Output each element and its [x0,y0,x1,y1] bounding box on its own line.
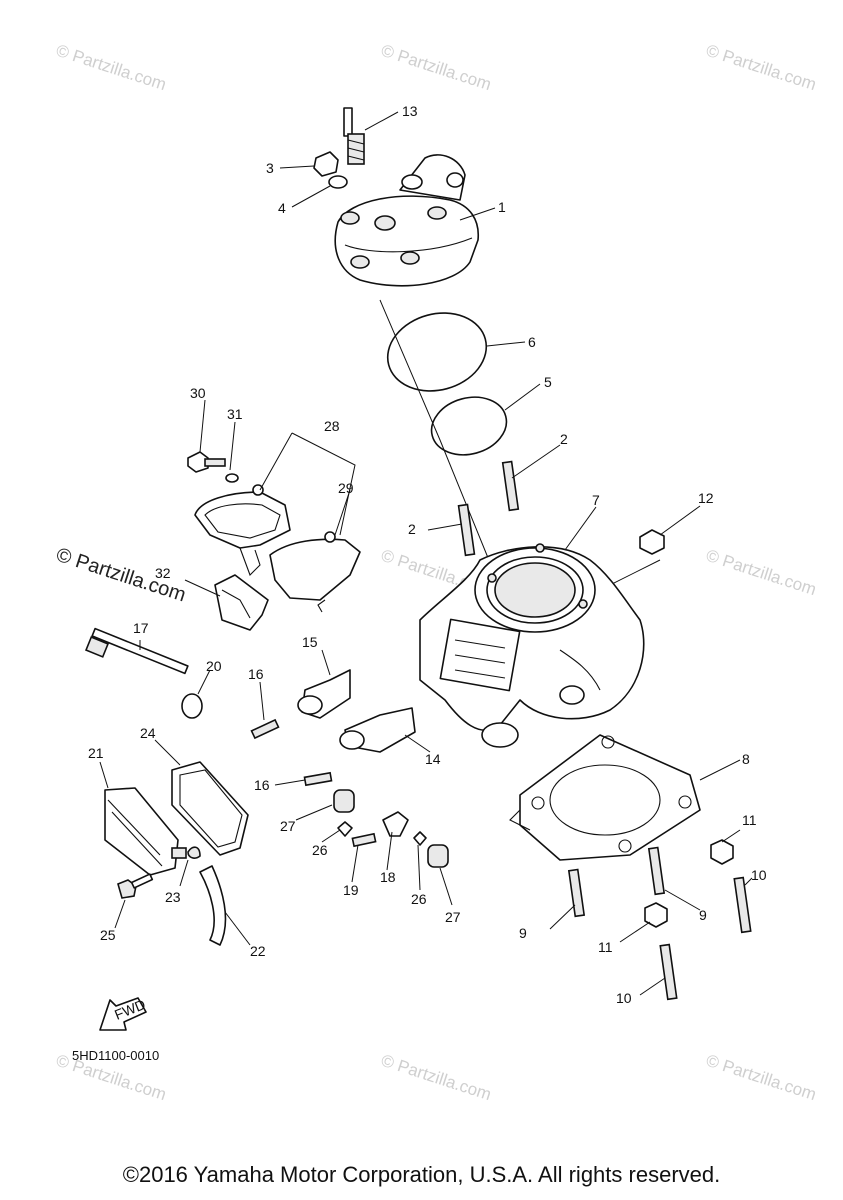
callout-11: 11 [598,939,613,955]
breather-hose [199,865,227,946]
callout-20: 20 [206,658,222,674]
o-ring-small [430,396,508,456]
cover-gasket-inner [179,769,243,848]
callout-2: 2 [408,521,416,537]
callout-9: 9 [699,907,707,923]
cap-nut [313,151,339,177]
callout-6: 6 [528,334,536,350]
watermark: © Partzilla.com [379,41,494,94]
callout-11: 11 [742,812,757,828]
valve-holder-upper [297,669,351,719]
callout-24: 24 [140,725,156,741]
callout-21: 21 [88,745,104,761]
watermark: © Partzilla.com [379,1051,494,1104]
callout-26: 26 [411,891,427,907]
hose-clamp [187,846,201,859]
callout-30: 30 [190,385,206,401]
callout-18: 18 [380,869,396,885]
lower-studs [567,839,752,1001]
washer [328,175,348,189]
callout-31: 31 [227,406,243,422]
fwd-arrow-icon: FWD [99,996,148,1031]
cylinder-nut [639,529,665,555]
watermark: © Partzilla.com [54,41,169,94]
cover-gasket [171,761,249,856]
callout-10: 10 [616,990,632,1006]
spark-plug-stud [343,107,365,165]
valve-rod [84,627,203,719]
callout-10: 10 [751,867,767,883]
callout-23: 23 [165,889,181,905]
callout-29: 29 [338,480,354,496]
cylinder [419,543,645,748]
callout-7: 7 [592,492,600,508]
watermark: © Partzilla.com [704,1051,819,1104]
leader-lines [99,111,753,996]
callout-28: 28 [324,418,340,434]
base-gasket [509,734,701,861]
callout-12: 12 [698,490,714,506]
pins-collars [333,789,449,868]
callout-3: 3 [266,160,274,176]
callout-19: 19 [343,882,359,898]
cover-screw [117,873,154,899]
callout-27: 27 [445,909,461,925]
diagram-code: 5HD1100-0010 [72,1048,159,1063]
bolts [250,718,333,787]
callout-26: 26 [312,842,328,858]
callout-32: 32 [155,565,171,581]
side-cover [104,787,187,876]
valve-holder-lower [339,707,416,753]
callout-16: 16 [248,666,264,682]
cylinder-head [334,154,479,287]
copyright-notice: ©2016 Yamaha Motor Corporation, U.S.A. A… [122,1162,721,1187]
callout-22: 22 [250,943,266,959]
callout-2: 2 [560,431,568,447]
cylinder-studs [457,460,520,557]
valve-cover-assembly [187,451,361,631]
callout-14: 14 [425,751,441,767]
watermark: © Partzilla.com [704,546,819,599]
callout-8: 8 [742,751,750,767]
callout-1: 1 [498,199,506,215]
callout-15: 15 [302,634,318,650]
o-ring-large [386,312,488,392]
callout-9: 9 [519,925,527,941]
callout-13: 13 [402,103,418,119]
callout-16: 16 [254,777,270,793]
watermark: © Partzilla.com [704,41,819,94]
callout-labels: 1 2 2 3 4 5 6 7 8 9 9 10 10 11 11 12 13 … [88,103,767,1006]
callout-5: 5 [544,374,552,390]
callout-17: 17 [133,620,149,636]
callout-27: 27 [280,818,296,834]
callout-4: 4 [278,200,286,216]
callout-25: 25 [100,927,116,943]
